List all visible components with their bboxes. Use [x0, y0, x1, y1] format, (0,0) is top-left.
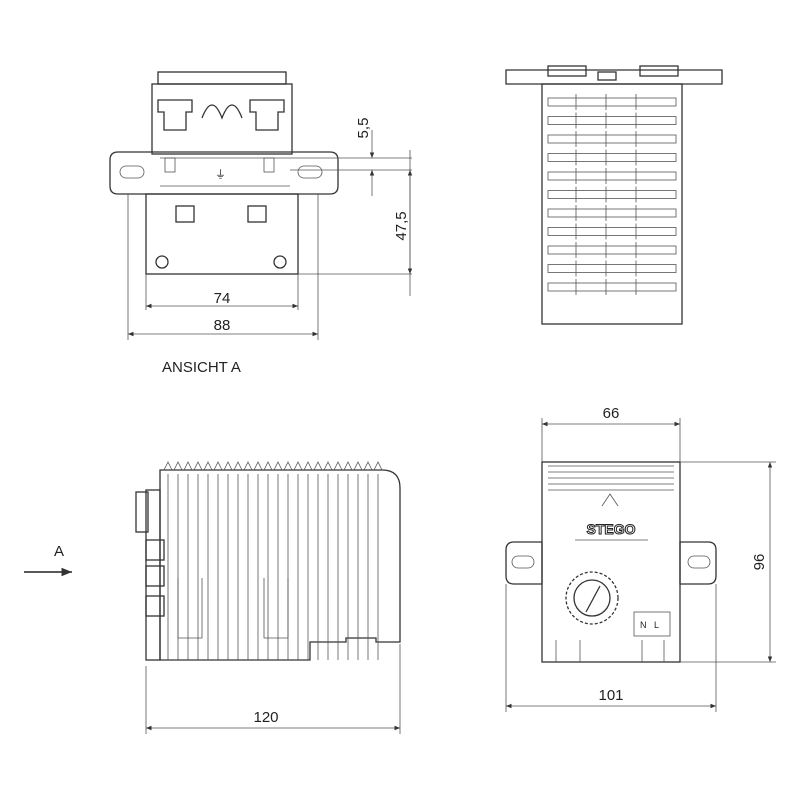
view-side: A 120 — [24, 461, 401, 734]
brand-logo: STEGO — [586, 521, 635, 537]
side-fin-tip — [213, 461, 223, 471]
side-fin-tip — [373, 461, 383, 471]
side-fin-tip — [343, 461, 353, 471]
dim-47-5: 47,5 — [393, 211, 410, 240]
side-fin-tip — [263, 461, 273, 471]
dim-74: 74 — [214, 290, 231, 307]
side-fin-tip — [253, 461, 263, 471]
side-fin-tip — [193, 461, 203, 471]
fin — [547, 245, 677, 255]
view-ansicht-a: ⏚ 74 88 5,5 47,5 ANSICHT A — [109, 71, 413, 376]
dim-66: 66 — [603, 405, 620, 422]
side-fin-tip — [183, 461, 193, 471]
thermostat-dial[interactable] — [573, 579, 611, 617]
view-front-dial: STEGO N L 66 96 101 — [505, 405, 776, 712]
ground-symbol: ⏚ — [215, 168, 226, 181]
side-fin-tip — [303, 461, 313, 471]
fin — [547, 227, 677, 236]
fin — [547, 208, 677, 218]
side-fin-tip — [283, 461, 293, 471]
terminal-n: N — [640, 620, 647, 630]
dim-5-5: 5,5 — [355, 118, 372, 139]
side-fin-tip — [173, 461, 183, 471]
fin — [547, 282, 677, 292]
side-fin-tip — [333, 461, 343, 471]
terminal-l: L — [654, 620, 659, 630]
side-fin-tip — [313, 461, 323, 471]
side-fin-tip — [363, 461, 373, 471]
fin — [547, 190, 677, 199]
view-fins-front — [505, 65, 723, 325]
side-fin-tip — [233, 461, 243, 471]
fin — [547, 264, 677, 273]
side-fins — [163, 461, 383, 660]
side-fin-tip — [273, 461, 283, 471]
dim-88: 88 — [214, 317, 231, 334]
dim-101: 101 — [598, 687, 623, 704]
dim-120: 120 — [253, 709, 278, 726]
side-fin-tip — [243, 461, 253, 471]
cooling-fins — [547, 94, 677, 295]
side-fin-tip — [353, 461, 363, 471]
side-fin-tip — [163, 461, 173, 471]
fin — [547, 134, 677, 144]
front-top-fins — [548, 465, 674, 491]
side-fin-tip — [293, 461, 303, 471]
view-label: ANSICHT A — [162, 359, 241, 376]
fin — [547, 171, 677, 181]
side-fin-tip — [223, 461, 233, 471]
side-fin-tip — [203, 461, 213, 471]
side-fin-tip — [323, 461, 333, 471]
dim-96: 96 — [751, 554, 768, 571]
fin — [547, 97, 677, 107]
arrow-label: A — [54, 543, 64, 560]
fin — [547, 153, 677, 162]
fin — [547, 116, 677, 125]
